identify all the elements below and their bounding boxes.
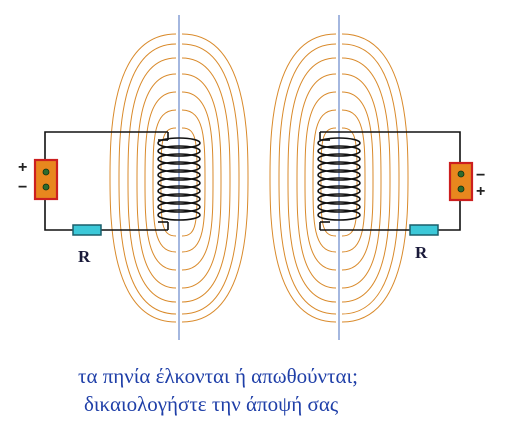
right-field-line-right-6 [341, 43, 400, 315]
left-circuit: + − R [18, 131, 201, 266]
right-field-line-left-7 [269, 33, 337, 323]
left-solenoid-field-lines [109, 33, 249, 323]
right-field-line-right-5 [341, 57, 391, 303]
left-field-line-left-7 [109, 33, 177, 323]
right-field-line-left-6 [278, 43, 337, 315]
left-battery-terminal-bottom [42, 183, 50, 191]
right-field-line-left-5 [287, 57, 337, 303]
right-battery [448, 161, 474, 202]
right-field-line-right-2 [341, 109, 366, 253]
right-resistor [409, 224, 439, 236]
right-field-line-right-7 [341, 33, 409, 323]
left-field-line-left-6 [118, 43, 177, 315]
right-battery-terminal-top [457, 170, 465, 178]
left-field-line-right-6 [181, 43, 240, 315]
right-coil [317, 137, 361, 223]
left-battery-terminal-top [42, 168, 50, 176]
left-field-line-right-3 [181, 91, 214, 271]
left-field-line-right-1 [181, 127, 198, 237]
right-battery-minus-sign: − [476, 167, 485, 184]
right-battery-terminal-bottom [457, 185, 465, 193]
right-field-line-right-3 [341, 91, 374, 271]
left-battery-minus-sign: − [18, 179, 27, 196]
right-resistor-label: R [415, 243, 428, 262]
left-field-line-left-2 [152, 109, 177, 253]
caption-instruction: δικαιολογήστε την άποψή σας [84, 392, 339, 416]
right-field-line-left-2 [312, 109, 337, 253]
left-field-line-right-4 [181, 73, 222, 289]
left-field-line-right-2 [181, 109, 206, 253]
left-battery [33, 158, 59, 201]
right-circuit: − + R [317, 131, 485, 262]
left-resistor-label: R [78, 247, 91, 266]
caption-question: τα πηνία έλκονται ή απωθούνται; [78, 364, 358, 388]
left-coil [157, 137, 201, 223]
left-field-line-right-7 [181, 33, 249, 323]
right-field-line-right-4 [341, 73, 382, 289]
left-field-line-left-5 [127, 57, 177, 303]
left-resistor [72, 224, 102, 236]
right-battery-plus-sign: + [476, 183, 485, 200]
right-circuit-wires [319, 131, 461, 231]
left-battery-plus-sign: + [18, 159, 27, 176]
left-field-line-right-5 [181, 57, 231, 303]
right-field-line-left-4 [296, 73, 337, 289]
right-solenoid-field-lines [269, 33, 409, 323]
left-circuit-wires [44, 131, 169, 231]
right-field-line-left-3 [304, 91, 337, 271]
left-field-line-left-3 [144, 91, 177, 271]
left-field-line-left-4 [136, 73, 177, 289]
